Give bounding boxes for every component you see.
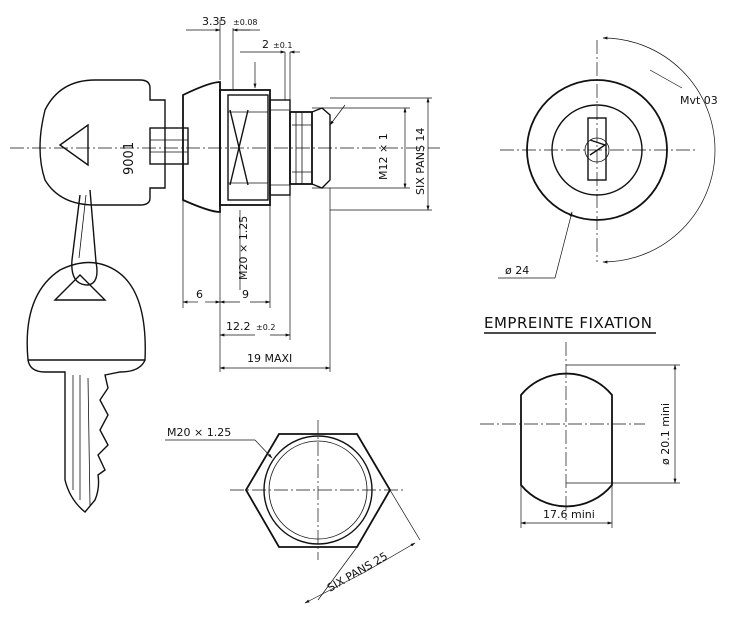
side-dimensions-top: 3.35 ±0.08 2 ±0.1 [186,15,300,100]
dim-6: 6 [196,288,203,301]
tol-2: ±0.1 [273,41,292,50]
key-number-label: 9001 [122,142,137,175]
fixation-cutout: EMPREINTE FIXATION ø 20.1 mini 17.6 mini [480,314,680,528]
thread-m20-label: M20 × 1.25 [237,216,250,280]
side-dimensions-bottom: 6 9 12.2 ±0.2 19 MAXI [182,188,331,372]
nut-thread-label: M20 × 1.25 [167,426,231,439]
dim-3-35: 3.35 [202,15,227,28]
key-in-lock: 9001 [39,79,189,206]
dim-9: 9 [242,288,249,301]
dim-19-maxi: 19 MAXI [247,352,292,365]
lock-side-view [182,81,331,213]
cutout-width-label: 17.6 mini [543,508,595,521]
nut-view: M20 × 1.25 SIX PANS 25 [165,420,421,604]
thread-m12-label: M12 × 1 [377,133,390,180]
tol-3-35: ±0.08 [233,18,258,27]
tol-12-2: ±0.2 [256,323,275,332]
cutout-diameter-label: ø 20.1 mini [659,403,672,465]
key-ring [71,189,98,286]
spare-key [26,261,146,513]
side-dimensions-right: M12 × 1 SIX PANS 14 [312,97,432,211]
cutout-title: EMPREINTE FIXATION [484,314,652,332]
front-diameter-label: ø 24 [505,264,529,277]
dim-12-2: 12.2 [226,320,251,333]
rotation-label: Mvt 03 [680,94,718,107]
hex-14-label: SIX PANS 14 [414,128,427,195]
nut-hex-label: SIX PANS 25 [325,550,390,595]
dim-2: 2 [262,38,269,51]
front-view: Mvt 03 ø 24 [498,36,718,279]
